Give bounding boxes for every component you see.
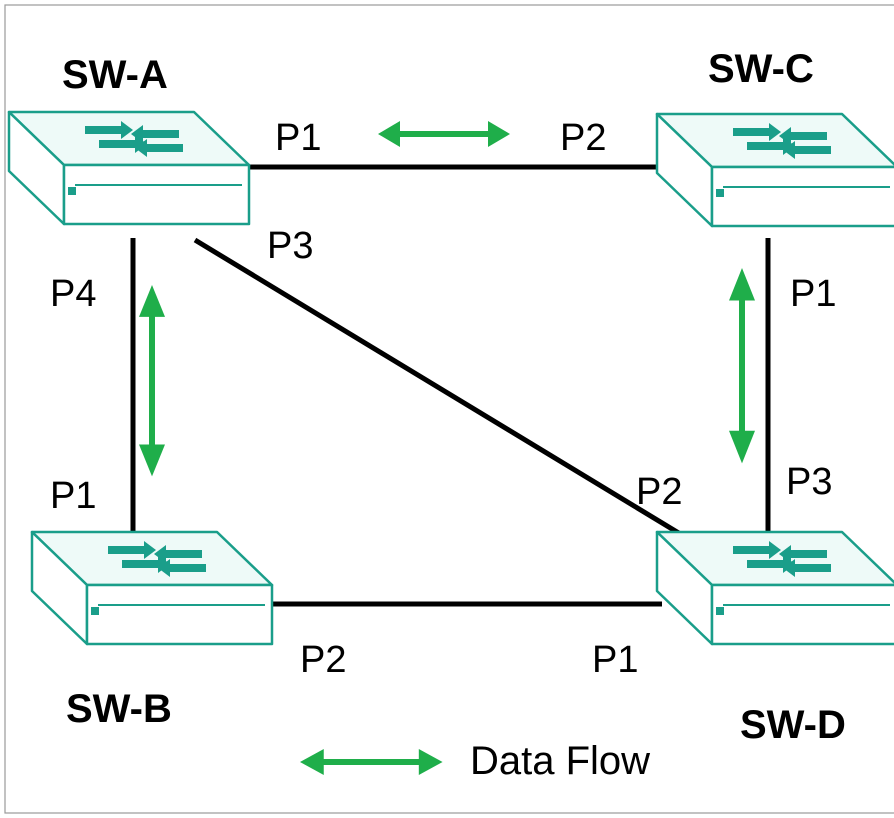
switch-sw-b[interactable]: [30, 530, 274, 646]
legend-label: Data Flow: [470, 739, 650, 783]
port-label-a-p1: P1: [275, 117, 321, 159]
port-label-d-p3: P3: [786, 461, 832, 503]
network-switch-icon: [30, 530, 274, 646]
port-label-c-p2: P2: [560, 117, 606, 159]
port-label-d-p2: P2: [636, 471, 682, 513]
port-label-b-p2: P2: [300, 639, 346, 681]
port-label-b-p1: P1: [50, 475, 96, 517]
port-label-a-p3: P3: [267, 225, 313, 267]
switch-label-sw-a: SW-A: [62, 53, 168, 97]
port-label-d-p1: P1: [592, 639, 638, 681]
port-label-c-p1: P1: [790, 273, 836, 315]
switch-sw-a[interactable]: [7, 110, 251, 226]
network-switch-icon: [7, 110, 251, 226]
link-a-d: [193, 237, 684, 538]
switch-label-sw-d: SW-D: [740, 703, 846, 747]
switch-label-sw-c: SW-C: [708, 47, 814, 91]
port-label-a-p4: P4: [50, 273, 96, 315]
switch-label-sw-b: SW-B: [66, 687, 172, 731]
